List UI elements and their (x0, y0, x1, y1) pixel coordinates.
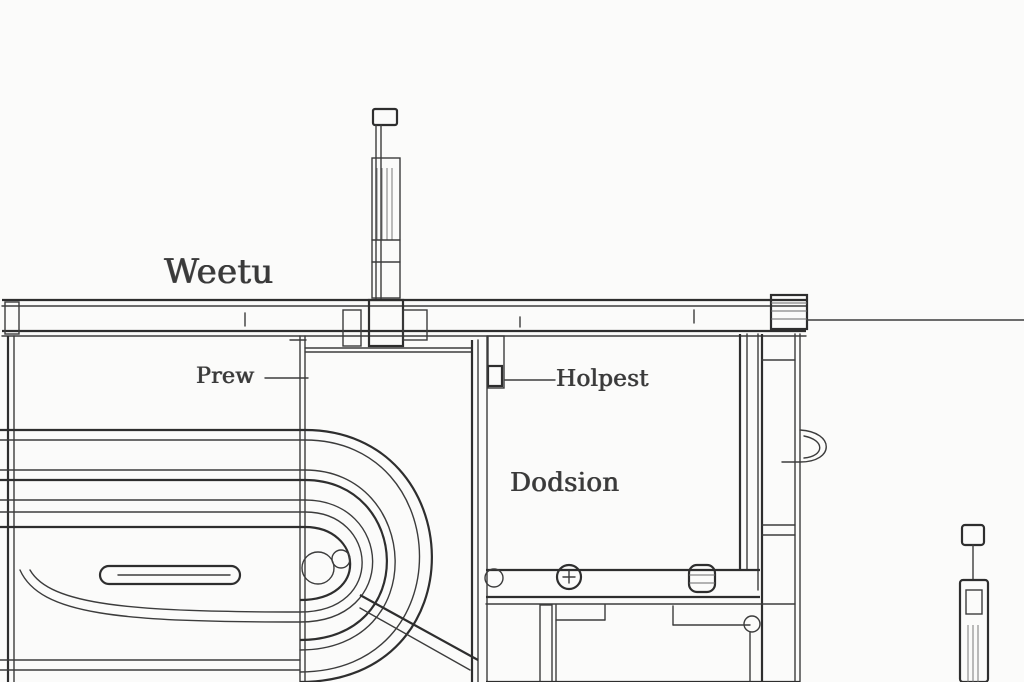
antenna-mast (371, 107, 401, 301)
label-center: Dodsion (510, 468, 620, 498)
label-left: Prew (196, 364, 255, 389)
left-cabinet (6, 335, 479, 682)
sensor-post (958, 523, 990, 682)
right-panel (484, 333, 827, 682)
coil-assembly (0, 428, 479, 682)
top-beam (1, 293, 1024, 348)
label-top: Weetu (164, 252, 274, 292)
label-right: Holpest (556, 366, 649, 392)
